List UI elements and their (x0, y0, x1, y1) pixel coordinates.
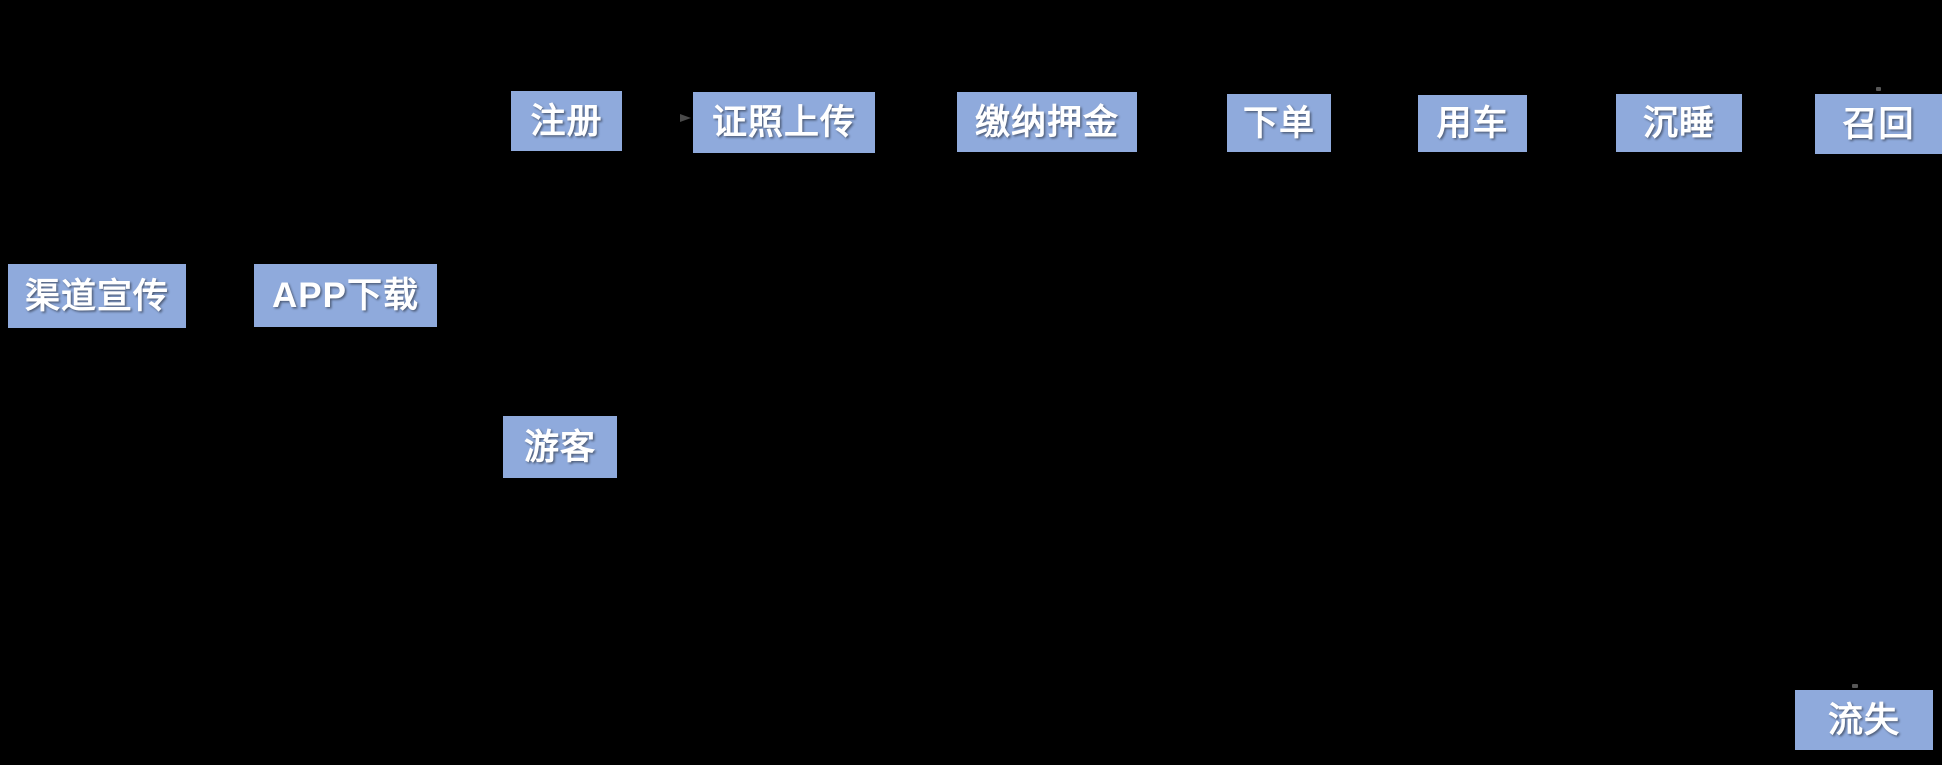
node-license-upload: 证照上传 (693, 92, 875, 153)
node-churn-label: 流失 (1827, 700, 1900, 740)
node-app-download: APP下载 (254, 264, 437, 327)
node-dormant: 沉睡 (1616, 94, 1742, 152)
arrow-remnant-tick-icon (1876, 87, 1881, 91)
node-recall: 召回 (1815, 94, 1942, 154)
node-place-order-label: 下单 (1242, 103, 1315, 143)
node-recall-label: 召回 (1842, 104, 1915, 144)
node-pay-deposit-label: 缴纳押金 (974, 102, 1119, 142)
node-use-car-label: 用车 (1436, 104, 1509, 143)
node-channel-promotion-label: 渠道宣传 (24, 276, 169, 316)
node-register: 注册 (511, 91, 622, 151)
node-churn: 流失 (1795, 690, 1933, 750)
node-pay-deposit: 缴纳押金 (957, 92, 1137, 152)
node-use-car: 用车 (1418, 95, 1527, 152)
node-visitor: 游客 (503, 416, 617, 478)
node-place-order: 下单 (1227, 94, 1331, 152)
arrow-remnant-tick-icon (1852, 684, 1858, 688)
node-license-upload-label: 证照上传 (711, 103, 856, 142)
node-dormant-label: 沉睡 (1642, 103, 1715, 143)
node-visitor-label: 游客 (523, 427, 596, 467)
node-register-label: 注册 (530, 101, 603, 141)
arrowhead-right-icon (680, 114, 691, 122)
node-channel-promotion: 渠道宣传 (8, 264, 186, 328)
node-app-download-label: APP下载 (272, 276, 419, 315)
